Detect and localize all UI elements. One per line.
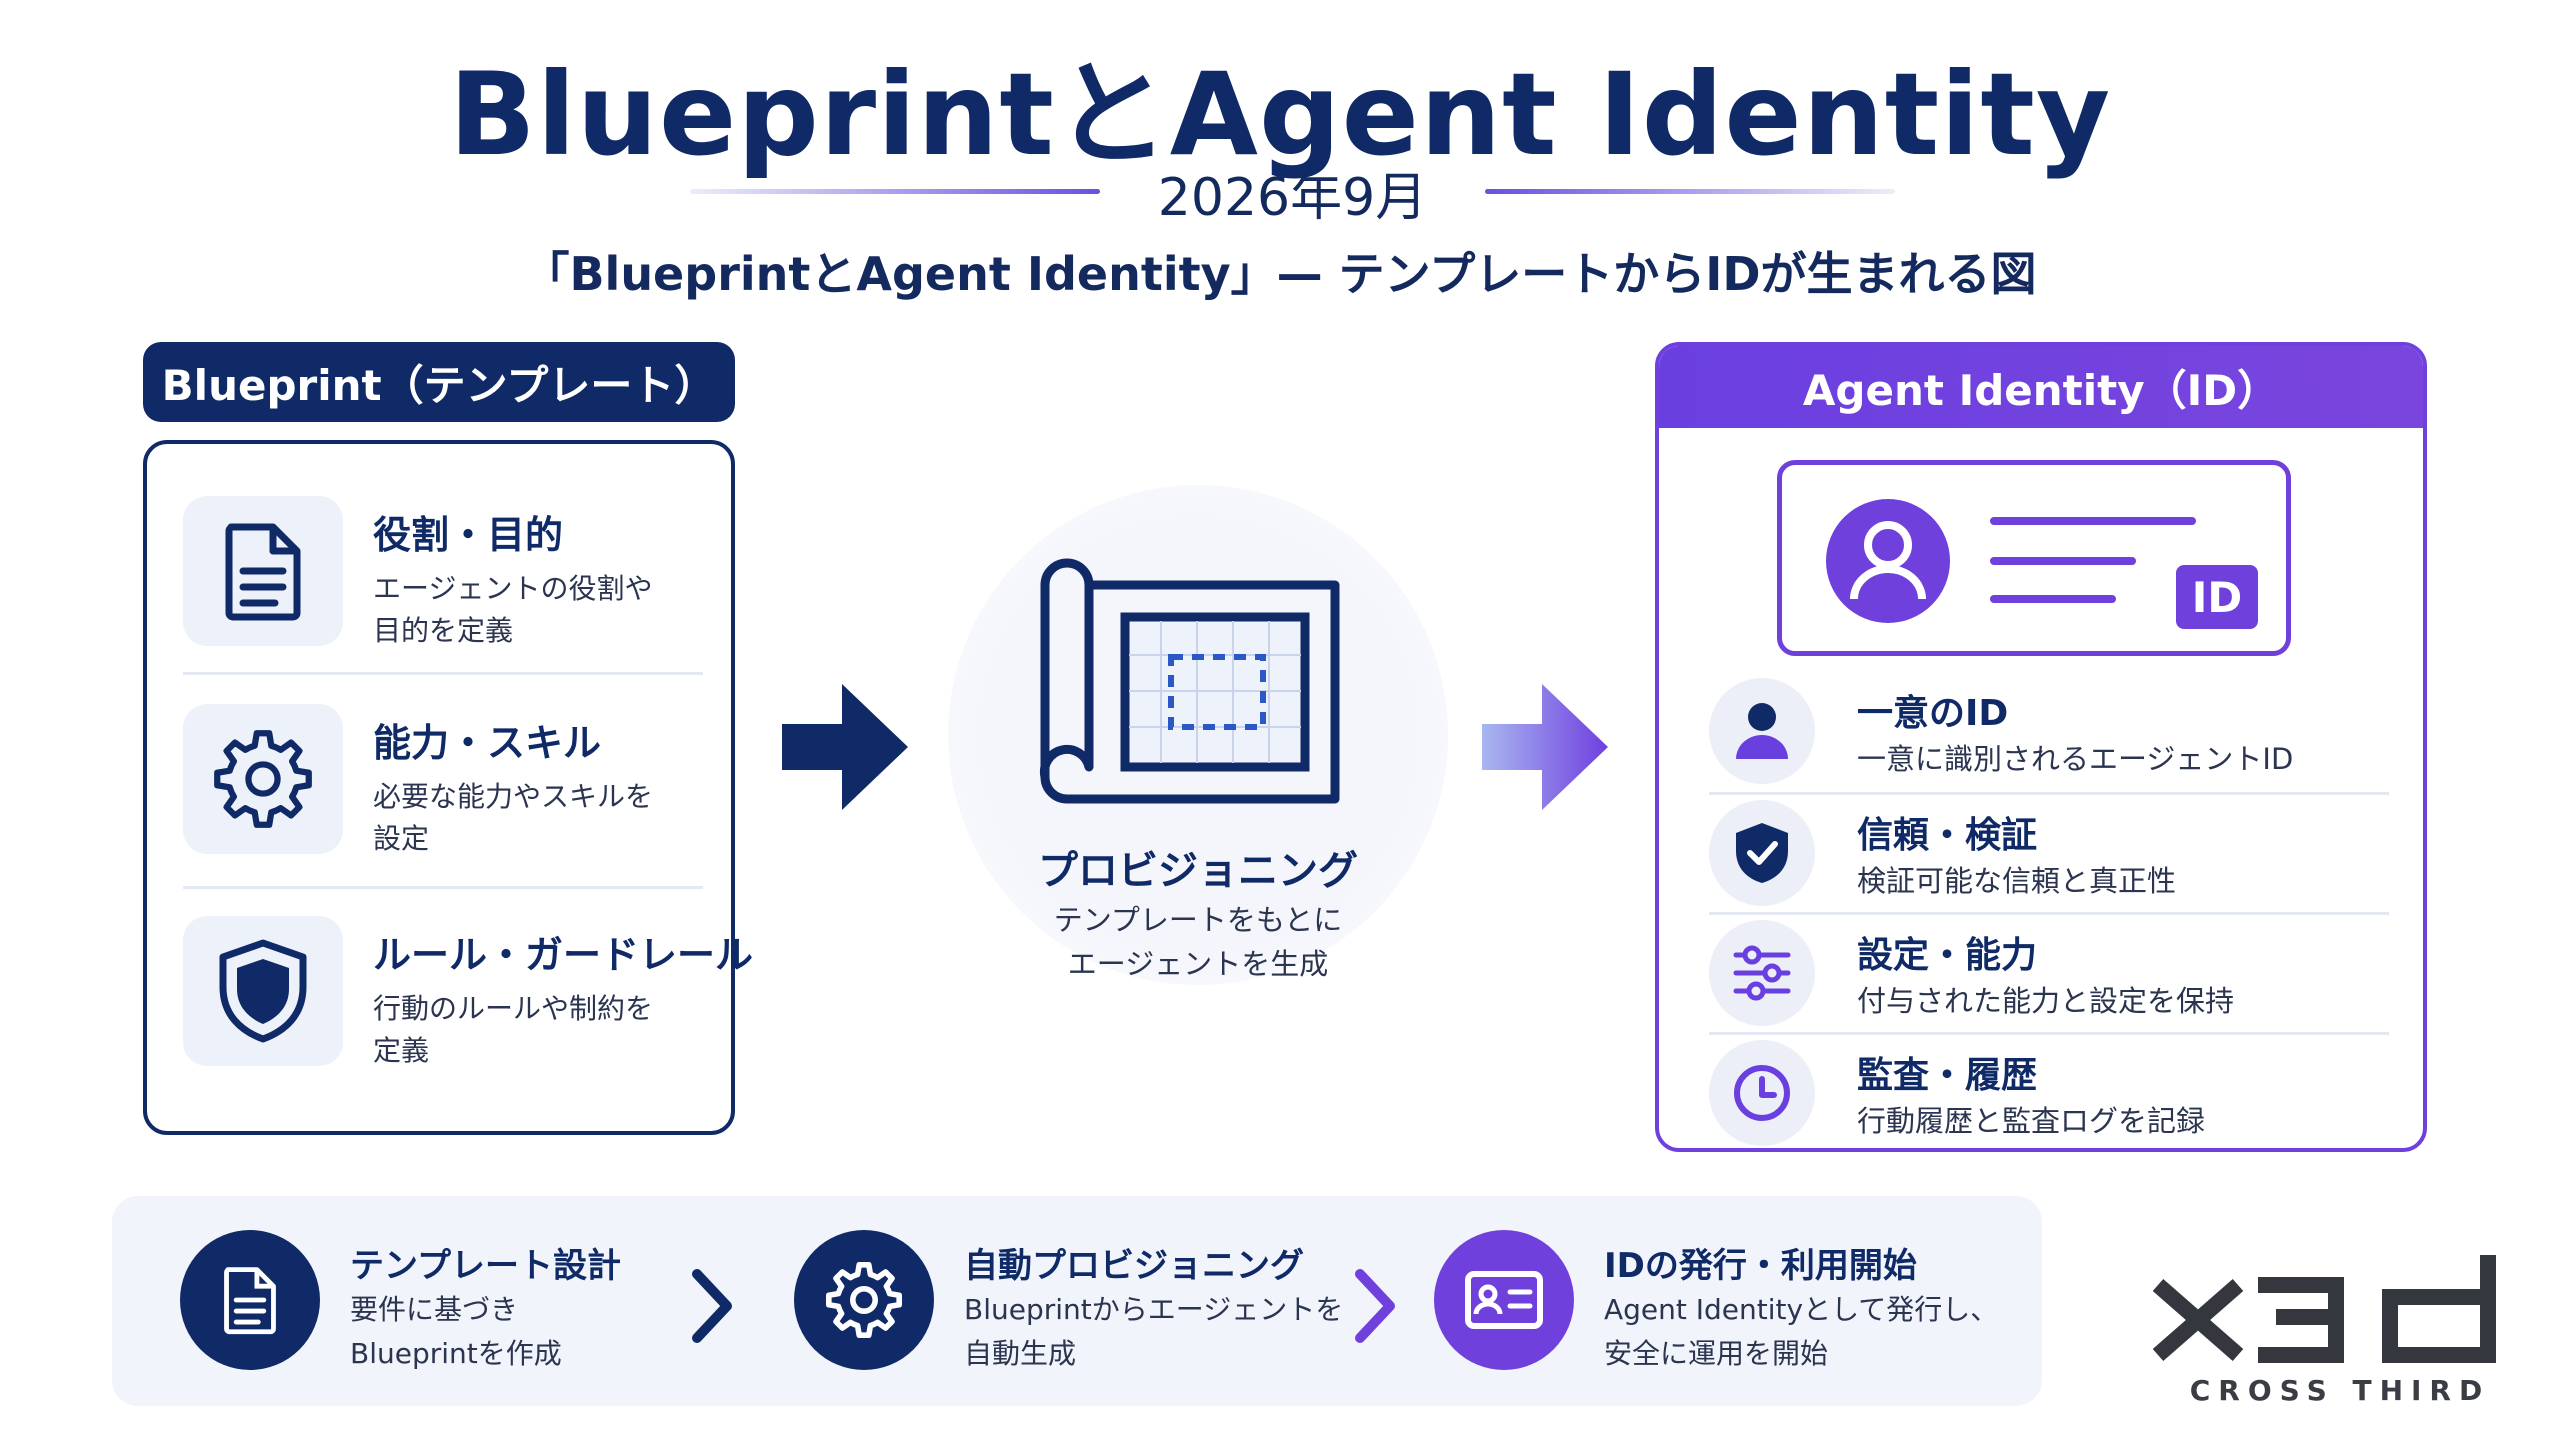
page-subtitle: 「BlueprintとAgent Identity」— テンプレートからIDが生…	[523, 247, 2037, 301]
sliders-icon	[1709, 920, 1815, 1026]
flow-step-id-issuance: IDの発行・利用開始 Agent Identityとして発行し、 安全に運用を開…	[1434, 1196, 2014, 1406]
blueprint-header: Blueprint（テンプレート）	[143, 342, 735, 422]
agent-identity-header: Agent Identity（ID）	[1659, 346, 2423, 428]
identity-item-desc: 行動履歴と監査ログを記録	[1857, 1104, 2206, 1138]
divider	[1709, 1032, 2389, 1035]
arrow-right-gradient-icon	[1482, 684, 1608, 810]
blueprint-item-title: ルール・ガードレール	[373, 933, 754, 977]
gear-icon	[183, 704, 343, 854]
id-card-illustration: ID	[1777, 460, 2291, 656]
flow-step-title: IDの発行・利用開始	[1604, 1246, 1917, 1286]
chevron-right-icon	[1355, 1269, 1395, 1343]
blueprint-item-role: 役割・目的 エージェントの役割や 目的を定義	[183, 496, 698, 656]
identity-item-title: 監査・履歴	[1857, 1055, 2038, 1096]
identity-item-unique-id: 一意のID 一意に識別されるエージェントID	[1709, 676, 2389, 786]
arrow-right-icon	[782, 684, 908, 810]
id-card-icon	[1826, 499, 2258, 629]
date-divider-left	[690, 189, 1100, 194]
flow-step-title: 自動プロビジョニング	[964, 1246, 1304, 1286]
identity-item-trust: 信頼・検証 検証可能な信頼と真正性	[1709, 798, 2389, 908]
chevron-right-icon	[692, 1269, 732, 1343]
identity-item-desc: 付与された能力と設定を保持	[1857, 984, 2235, 1018]
blueprint-icon	[1039, 558, 1340, 804]
flow-step-auto-provisioning: 自動プロビジョニング Blueprintからエージェントを 自動生成	[794, 1196, 1354, 1406]
agent-identity-panel: Agent Identity（ID） ID 一意のID 一意に識別されるエージェ…	[1655, 342, 2427, 1152]
divider	[183, 886, 703, 889]
date-row: 2026年9月	[0, 155, 2560, 228]
blueprint-item-title: 役割・目的	[373, 513, 564, 557]
page-date: 2026年9月	[1157, 168, 1428, 228]
flow-step-title: テンプレート設計	[350, 1246, 621, 1286]
shield-icon	[183, 916, 343, 1066]
x3d-logo	[2152, 1255, 2496, 1363]
id-card-icon	[1434, 1230, 1574, 1370]
blueprint-item-desc: 行動のルールや制約を 定義	[373, 992, 654, 1067]
blueprint-item-skills: 能力・スキル 必要な能力やスキルを 設定	[183, 704, 698, 864]
blueprint-item-rules: ルール・ガードレール 行動のルールや制約を 定義	[183, 916, 753, 1076]
id-badge-label: ID	[2191, 572, 2243, 622]
person-icon	[1709, 678, 1815, 784]
page-title: BlueprintとAgent Identity	[448, 48, 2112, 181]
divider	[183, 672, 703, 675]
blueprint-panel: 役割・目的 エージェントの役割や 目的を定義 能力・スキル 必要な能力やスキルを…	[143, 440, 753, 1135]
flow-step-desc: Blueprintからエージェントを 自動生成	[964, 1293, 1344, 1370]
divider	[1709, 912, 2389, 915]
clock-icon	[1709, 1040, 1815, 1146]
identity-item-desc: 検証可能な信頼と真正性	[1857, 864, 2177, 898]
divider	[1709, 792, 2389, 795]
identity-item-audit: 監査・履歴 行動履歴と監査ログを記録	[1709, 1038, 2389, 1148]
identity-item-title: 信頼・検証	[1857, 815, 2038, 856]
logo-wordmark: CROSS THIRD	[2189, 1374, 2491, 1407]
flow-step-desc: Agent Identityとして発行し、 安全に運用を開始	[1604, 1293, 1999, 1370]
blueprint-item-desc: 必要な能力やスキルを 設定	[373, 780, 654, 855]
identity-item-title: 設定・能力	[1857, 935, 2038, 976]
flow-step-template-design: テンプレート設計 要件に基づき Blueprintを作成	[180, 1196, 700, 1406]
date-divider-right	[1485, 189, 1895, 194]
provisioning-title: プロビジョニング	[1038, 848, 1358, 894]
gear-icon	[794, 1230, 934, 1370]
shield-check-icon	[1709, 800, 1815, 906]
identity-item-title: 一意のID	[1857, 693, 2009, 734]
process-flow: テンプレート設計 要件に基づき Blueprintを作成 自動プロビジョニング …	[112, 1196, 2042, 1406]
identity-item-settings: 設定・能力 付与された能力と設定を保持	[1709, 918, 2389, 1028]
flow-step-desc: 要件に基づき Blueprintを作成	[350, 1293, 562, 1370]
document-icon	[183, 496, 343, 646]
blueprint-item-desc: エージェントの役割や 目的を定義	[373, 572, 653, 647]
provisioning-desc: テンプレートをもとに エージェントを生成	[1053, 903, 1343, 981]
blueprint-item-title: 能力・スキル	[373, 721, 602, 765]
identity-item-desc: 一意に識別されるエージェントID	[1857, 742, 2294, 776]
document-icon	[180, 1230, 320, 1370]
